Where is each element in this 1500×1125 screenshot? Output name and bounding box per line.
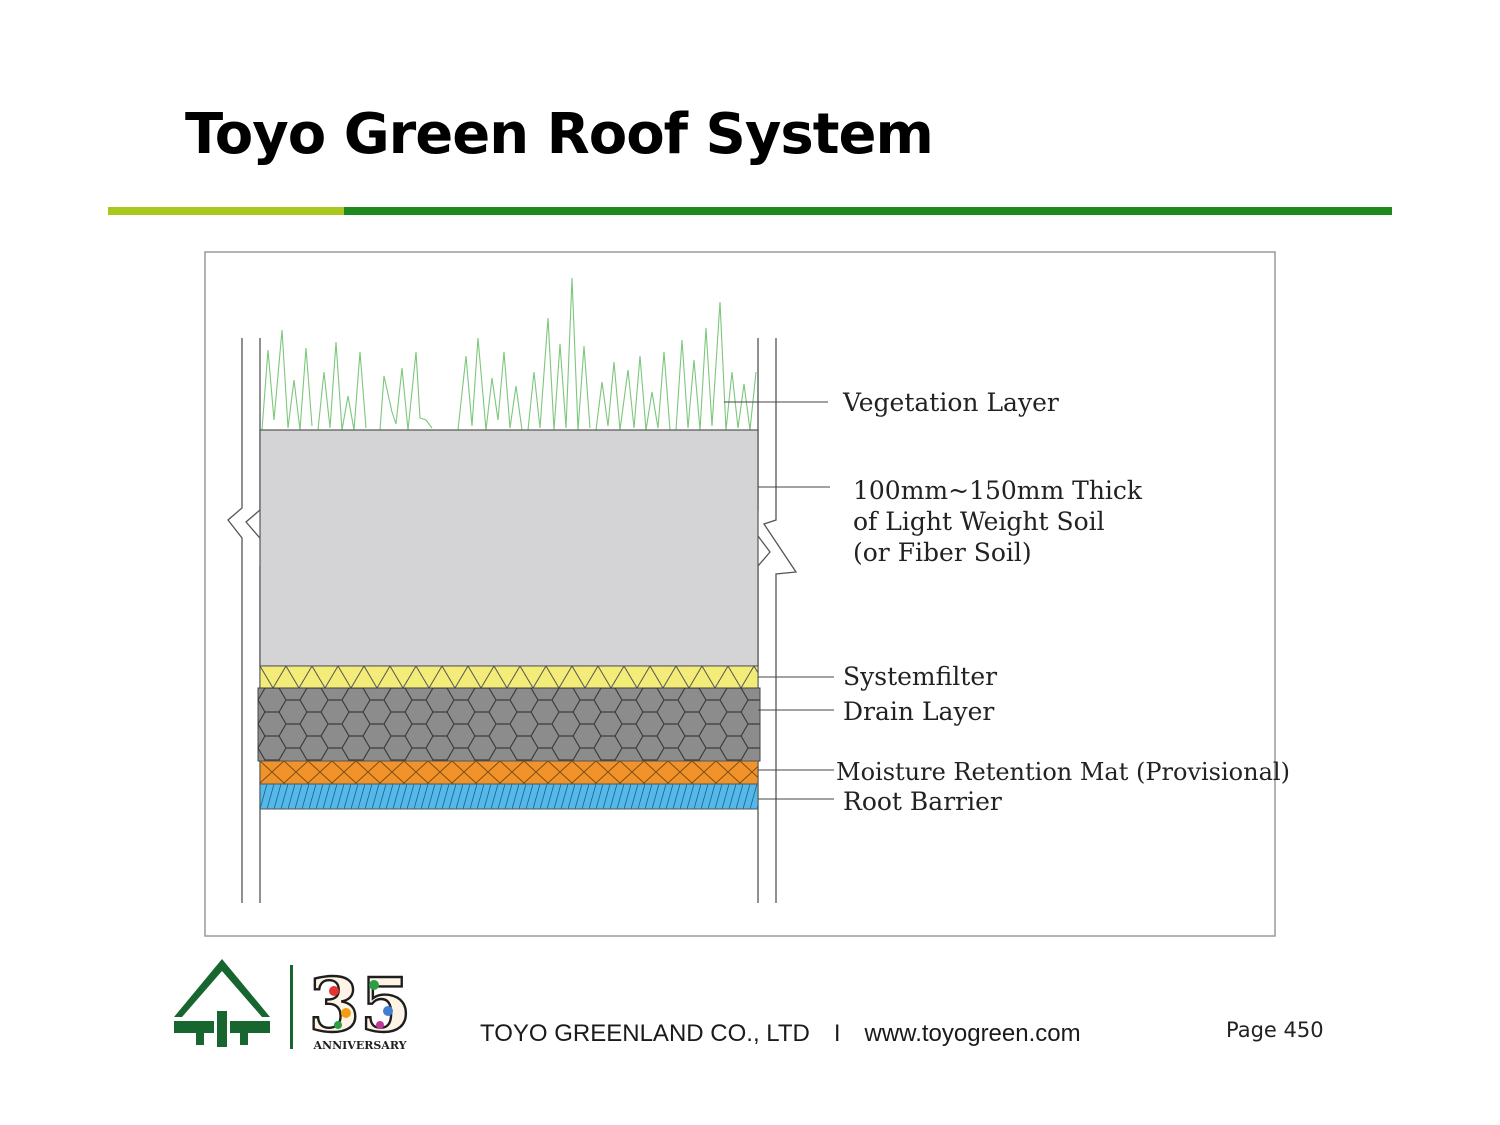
- footer-company: TOYO GREENLAND CO., LTD: [480, 1020, 810, 1047]
- anniversary-number: 35: [310, 965, 411, 1049]
- anniversary-badge-icon: 35 ANNIVERSARY: [310, 965, 413, 1052]
- footer-website[interactable]: www.toyogreen.com: [864, 1020, 1081, 1047]
- title-rule-light: [108, 207, 344, 215]
- label-systemfilter: Systemfilter: [843, 662, 997, 691]
- page-title: Toyo Green Roof System: [185, 102, 934, 167]
- label-soil-line3: (or Fiber Soil): [853, 538, 1032, 567]
- leader-lines: [724, 401, 834, 800]
- label-vegetation: Vegetation Layer: [842, 388, 1059, 417]
- label-root-barrier: Root Barrier: [843, 787, 1002, 816]
- logo-divider: [290, 965, 293, 1049]
- soil-layer: [259, 429, 759, 667]
- label-soil-line2: of Light Weight Soil: [853, 507, 1105, 536]
- label-moisture-mat: Moisture Retention Mat (Provisional): [836, 758, 1290, 786]
- grass-icon: [261, 277, 757, 431]
- toyo-greenland-logo-icon: [174, 959, 270, 1047]
- footer-separator: I: [833, 1020, 841, 1047]
- title-rule-dark: [344, 207, 1392, 215]
- page-number: Page 450: [1226, 1018, 1324, 1042]
- diagram-frame: [204, 251, 1276, 937]
- anniversary-word: ANNIVERSARY: [313, 1039, 407, 1052]
- label-drain: Drain Layer: [843, 697, 994, 726]
- label-soil-line1: 100mm~150mm Thick: [853, 476, 1143, 505]
